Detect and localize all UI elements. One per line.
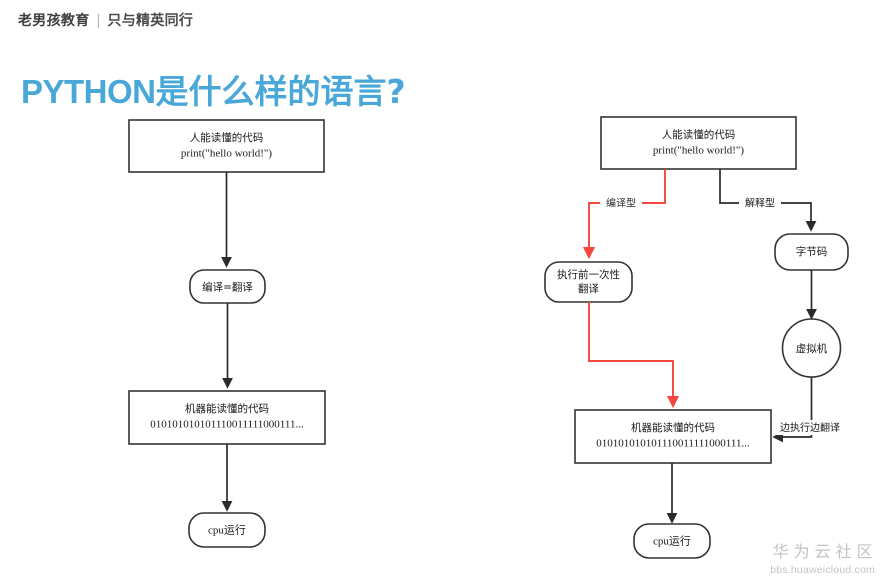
watermark: 华为云社区 bbs.huaweicloud.com: [770, 538, 875, 576]
right-node-ahead-of-time-translate: 执行前一次性 翻译: [544, 261, 633, 303]
page-title-cjk: 是什么样的语言?: [155, 72, 406, 112]
header-divider: |: [96, 11, 101, 29]
left-node-compile: 编译=翻译: [189, 269, 266, 304]
left-node-machine-code: 机器能读懂的代码 010101010101110011111000111...: [128, 390, 326, 445]
right-node-source-code: 人能读懂的代码 print("hello world!"): [600, 116, 797, 170]
right-source-code-line2: print("hello world!"): [653, 145, 744, 157]
left-cpu-label: cpu运行: [208, 524, 246, 537]
left-node-source-code: 人能读懂的代码 print("hello world!"): [128, 119, 325, 173]
page-title-latin: PYTHON: [21, 73, 156, 111]
left-source-code-line1: 人能读懂的代码: [190, 131, 264, 144]
right-aot-label-line1: 执行前一次性: [557, 268, 620, 281]
right-edge-aot-to-machine: [588, 302, 680, 409]
jit-label-backdrop: [768, 420, 852, 435]
left-machine-code-line1: 机器能读懂的代码: [185, 402, 269, 415]
right-edge-jit-to-machine: [772, 377, 813, 443]
right-node-virtual-machine: 虚拟机: [781, 318, 842, 378]
right-node-cpu: cpu运行: [633, 523, 711, 559]
right-cpu-label: cpu运行: [653, 535, 691, 548]
interpreted-label-backdrop: [739, 196, 781, 210]
right-node-bytecode: 字节码: [774, 233, 849, 271]
watermark-url: bbs.huaweicloud.com: [770, 564, 875, 576]
right-edge-label-compiled: 编译型: [606, 197, 636, 210]
brand-tagline: 只与精英同行: [107, 13, 194, 29]
header-bar: 老男孩教育 | 只与精英同行: [18, 10, 193, 30]
right-bytecode-label: 字节码: [796, 245, 828, 258]
right-vm-label: 虚拟机: [796, 342, 828, 355]
right-node-machine-code: 机器能读懂的代码 010101010101110011111000111...: [574, 409, 772, 464]
left-source-code-line2: print("hello world!"): [181, 148, 272, 160]
page-title: PYTHON是什么样的语言?: [21, 65, 406, 113]
compiled-label-backdrop: [600, 196, 642, 210]
right-edge-compiled-branch: [582, 169, 666, 260]
right-machine-code-line1: 机器能读懂的代码: [631, 421, 715, 434]
right-edge-label-interpreted: 解释型: [745, 197, 775, 210]
right-source-code-line1: 人能读懂的代码: [662, 128, 736, 141]
right-flowchart: 人能读懂的代码 print("hello world!") 编译型 解释型 执行…: [544, 116, 852, 559]
brand-name: 老男孩教育: [18, 13, 90, 29]
watermark-brand: 华为云社区: [772, 542, 878, 561]
left-node-cpu: cpu运行: [188, 512, 266, 548]
right-machine-code-line2: 010101010101110011111000111...: [596, 438, 750, 450]
right-aot-label-line2: 翻译: [578, 282, 599, 295]
left-flowchart: 人能读懂的代码 print("hello world!") 编译=翻译 机器能读…: [128, 119, 326, 548]
left-machine-code-line2: 010101010101110011111000111...: [150, 419, 304, 431]
right-edge-label-jit: 边执行边翻译: [780, 421, 840, 434]
left-compile-label: 编译=翻译: [202, 281, 253, 294]
